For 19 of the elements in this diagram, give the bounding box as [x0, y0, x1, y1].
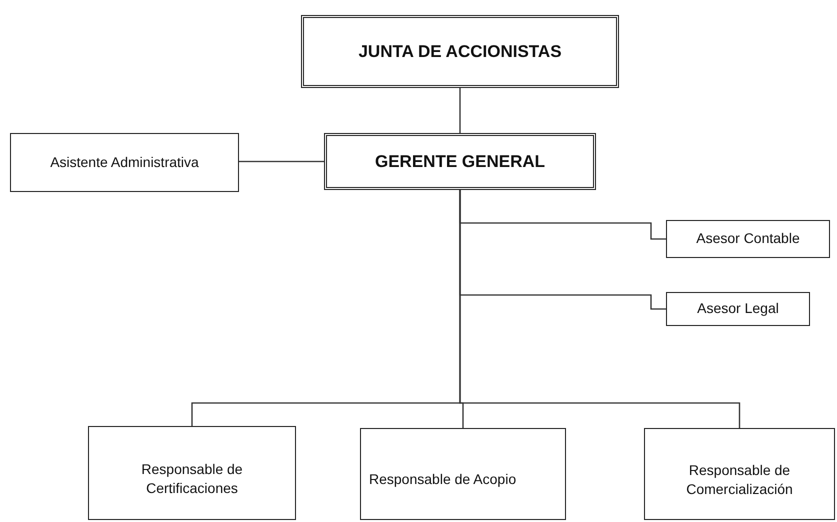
role-title: Responsable de Acopio [369, 470, 516, 490]
role-title: Responsable de Comercialización [685, 460, 794, 499]
org-box [301, 15, 619, 88]
connector-line [459, 88, 461, 133]
role-title: Asesor Legal [697, 299, 779, 318]
org-box [324, 133, 596, 190]
org-box [10, 133, 239, 192]
connector-line [459, 190, 740, 428]
role-title: Asistente Administrativa [50, 152, 199, 172]
org-box [644, 428, 835, 520]
org-box [666, 292, 810, 326]
org-box [360, 428, 566, 520]
role-title: Asesor Contable [696, 229, 800, 248]
role-title: JUNTA DE ACCIONISTAS [358, 40, 562, 63]
role-title: Responsable de Certificaciones [140, 460, 244, 498]
org-box [666, 220, 830, 258]
org-box [88, 426, 296, 520]
role-title: GERENTE GENERAL [374, 150, 546, 173]
connector-line [239, 160, 324, 162]
